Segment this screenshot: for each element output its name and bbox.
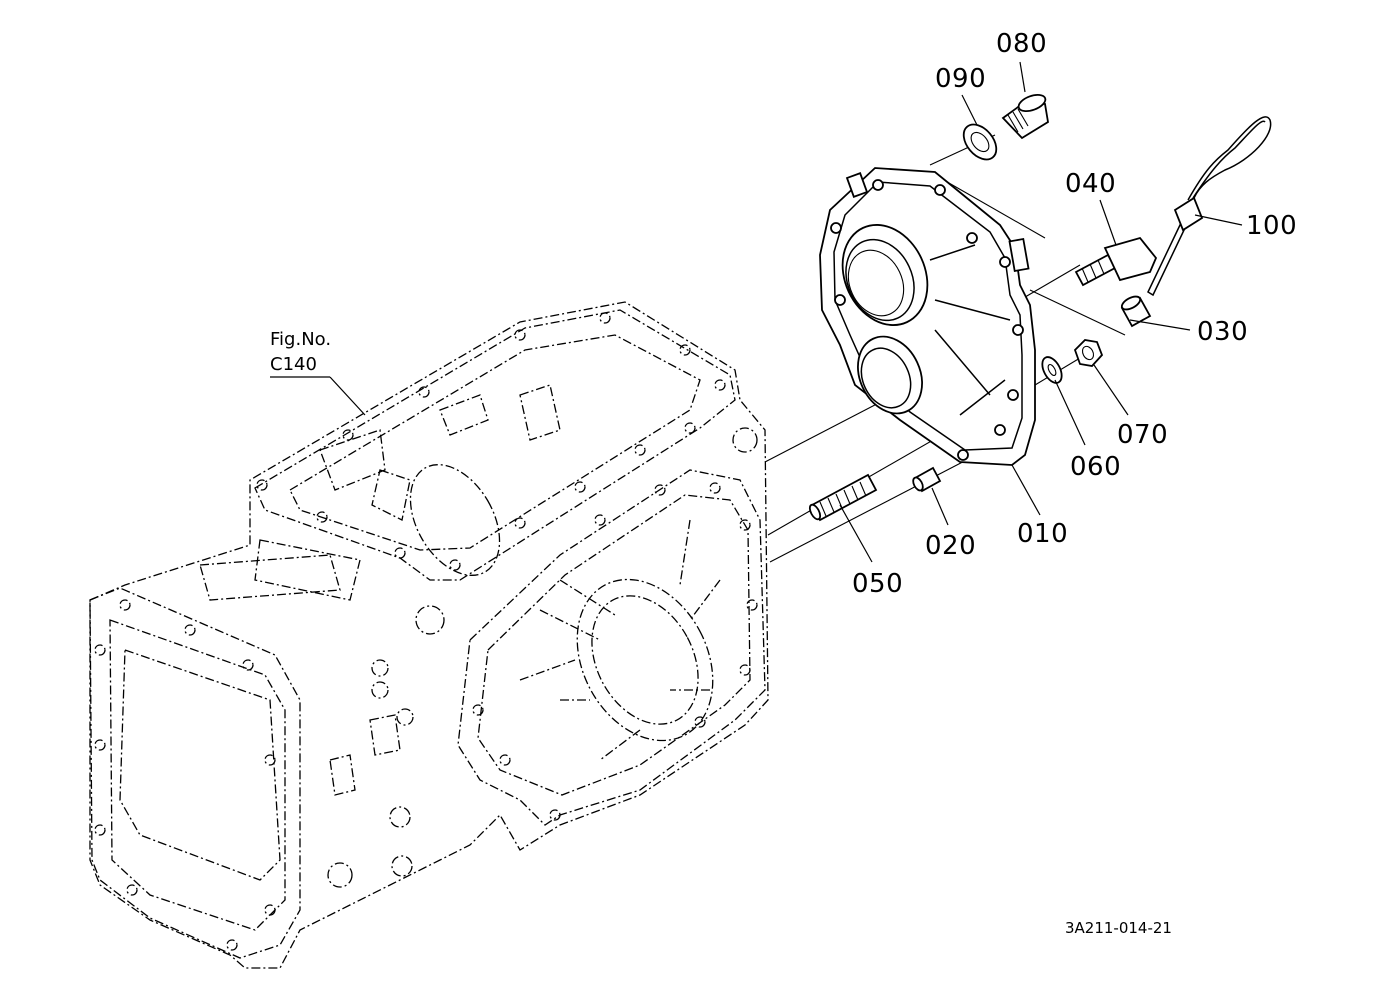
part-090-seal <box>962 123 998 161</box>
callout-040: 040 <box>1065 169 1116 199</box>
part-060-washer <box>1041 356 1063 384</box>
figure-reference-line2: C140 <box>270 354 317 375</box>
part-080-plug <box>1001 93 1049 140</box>
transmission-case-phantom <box>89 301 769 969</box>
part-100-dipstick <box>1147 116 1272 297</box>
callout-100: 100 <box>1246 211 1297 241</box>
callout-050: 050 <box>852 569 903 599</box>
callout-080: 080 <box>996 29 1047 59</box>
part-050-stud <box>808 473 878 522</box>
part-070-nut <box>1073 339 1104 367</box>
callout-030: 030 <box>1197 317 1248 347</box>
callout-090: 090 <box>935 64 986 94</box>
part-040-bolt <box>1074 236 1158 287</box>
part-030-cap <box>1120 295 1152 328</box>
callout-060: 060 <box>1070 452 1121 482</box>
leader-lines <box>270 61 1243 563</box>
figure-reference-line1: Fig.No. <box>270 329 331 350</box>
callout-010: 010 <box>1017 519 1068 549</box>
drawing-code: 3A211-014-21 <box>1065 919 1172 937</box>
callout-070: 070 <box>1117 420 1168 450</box>
part-020-pin <box>912 466 942 493</box>
callout-020: 020 <box>925 531 976 561</box>
part-010-rear-cover <box>819 167 1036 466</box>
